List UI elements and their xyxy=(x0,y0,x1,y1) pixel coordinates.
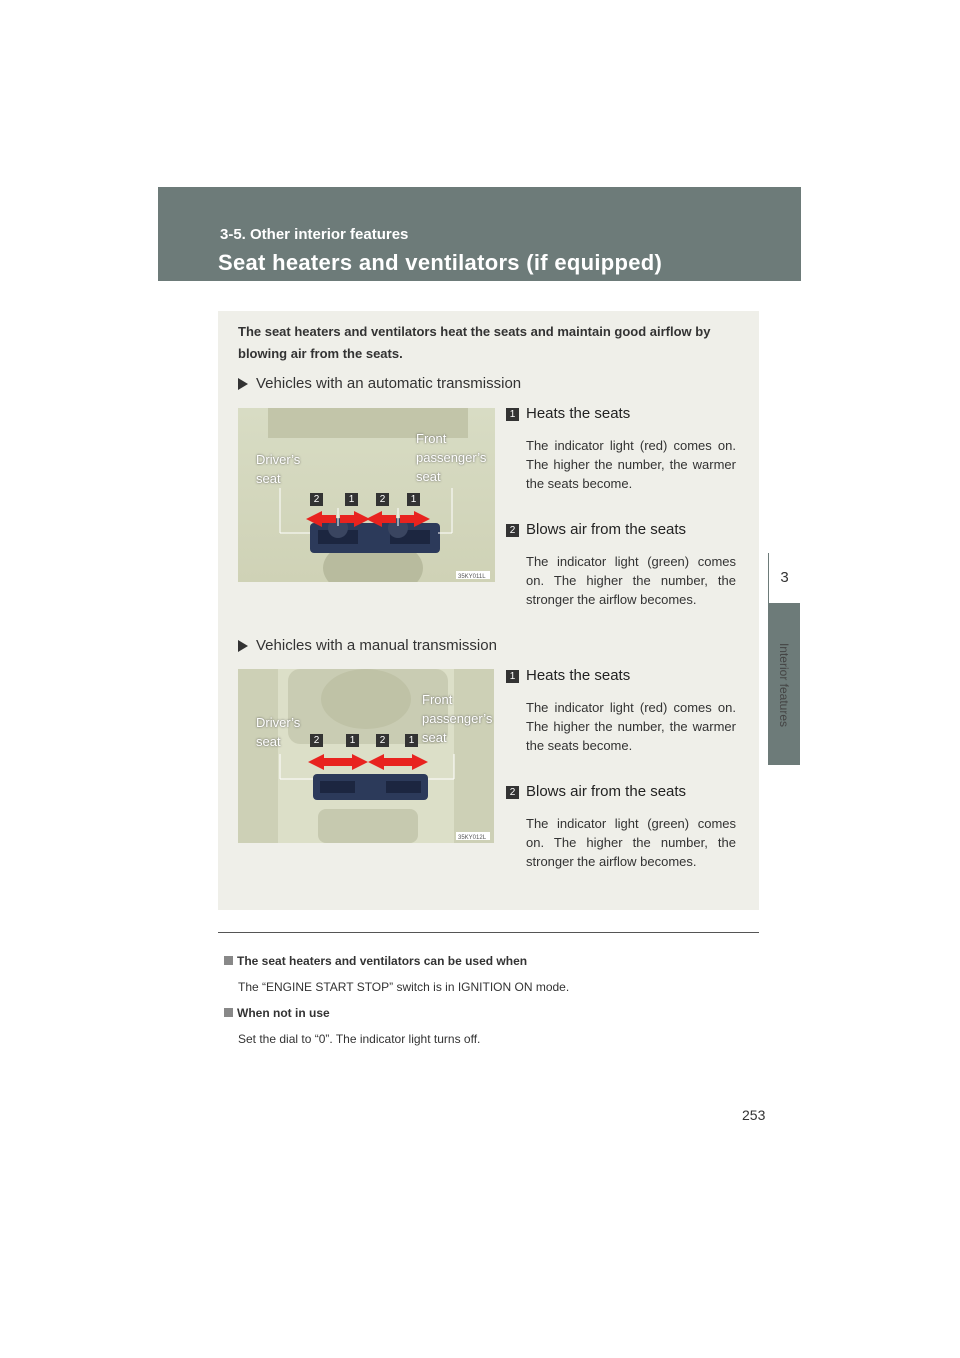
badge-2: 2 xyxy=(310,493,323,506)
item-description: The indicator light (red) comes on. The … xyxy=(526,438,736,491)
item-badge: 2 xyxy=(506,524,519,537)
section-heading-manual: Vehicles with a manual transmission xyxy=(238,637,497,654)
badge-1: 1 xyxy=(345,493,358,506)
item-title: Blows air from the seats xyxy=(526,783,687,800)
photo-code: 35KY012L xyxy=(458,835,487,841)
item-description: The indicator light (red) comes on. The … xyxy=(526,700,736,753)
chapter-label-wrap: Interior features xyxy=(772,630,791,750)
intro-text: The seat heaters and ventilators heat th… xyxy=(238,324,711,361)
badge-2: 2 xyxy=(310,734,323,747)
note-heading: The seat heaters and ventilators can be … xyxy=(224,954,527,968)
badge-1: 1 xyxy=(405,734,418,747)
page-number: 253 xyxy=(742,1107,766,1123)
triangle-bullet-icon xyxy=(238,378,248,391)
note-text: The “ENGINE START STOP” switch is in IGN… xyxy=(238,980,570,994)
photo-code: 35KY011L xyxy=(458,574,486,580)
badge-2: 2 xyxy=(376,734,389,747)
item-badge: 2 xyxy=(506,786,519,799)
item-title: Blows air from the seats xyxy=(526,521,687,538)
console-illustration: 35KY012L xyxy=(238,669,494,843)
page-title: Seat heaters and ventilators (if equippe… xyxy=(218,250,663,275)
section-heading-text: Vehicles with an automatic transmission xyxy=(256,375,522,392)
content-box: The seat heaters and ventilators heat th… xyxy=(218,311,759,910)
badge-1: 1 xyxy=(407,493,420,506)
item-badge: 1 xyxy=(506,670,519,683)
triangle-bullet-icon xyxy=(238,640,248,653)
note-heading: When not in use xyxy=(224,1006,330,1020)
drivers-seat-label: Driver’s seat xyxy=(256,452,301,486)
note-heading-text: The seat heaters and ventilators can be … xyxy=(237,954,528,968)
item-badge: 1 xyxy=(506,408,519,421)
console-photo-manual: 35KY012L Driver’s seat Front passenger’s… xyxy=(238,669,494,843)
divider xyxy=(218,932,759,933)
square-bullet-icon xyxy=(224,956,233,965)
page-header: 3-5. Other interior features Seat heater… xyxy=(158,187,801,281)
passenger-seat-label: Front passenger’s seat xyxy=(416,431,487,484)
item-description: The indicator light (green) comes on. Th… xyxy=(526,554,736,607)
console-photo-automatic: 35KY011L Driver’s seat Front passenger’s… xyxy=(238,408,495,582)
item-description: The indicator light (green) comes on. Th… xyxy=(526,816,736,869)
badge-1: 1 xyxy=(346,734,359,747)
passenger-seat-label: Front passenger’s seat xyxy=(422,692,493,745)
chapter-number: 3 xyxy=(768,553,800,603)
badge-2: 2 xyxy=(376,493,389,506)
item-title: Heats the seats xyxy=(526,405,631,422)
square-bullet-icon xyxy=(224,1008,233,1017)
chapter-tab[interactable]: 3 xyxy=(768,553,800,765)
console-illustration: 35KY011L xyxy=(238,408,495,582)
note-text: Set the dial to “0”. The indicator light… xyxy=(238,1032,481,1046)
section-heading-text: Vehicles with a manual transmission xyxy=(256,637,497,654)
note-heading-text: When not in use xyxy=(237,1006,330,1020)
section-heading-automatic: Vehicles with an automatic transmission xyxy=(238,375,521,392)
drivers-seat-label: Driver’s seat xyxy=(256,715,301,749)
item-title: Heats the seats xyxy=(526,667,631,684)
chapter-label: Interior features xyxy=(777,642,791,728)
section-number: 3-5. Other interior features xyxy=(220,226,409,243)
